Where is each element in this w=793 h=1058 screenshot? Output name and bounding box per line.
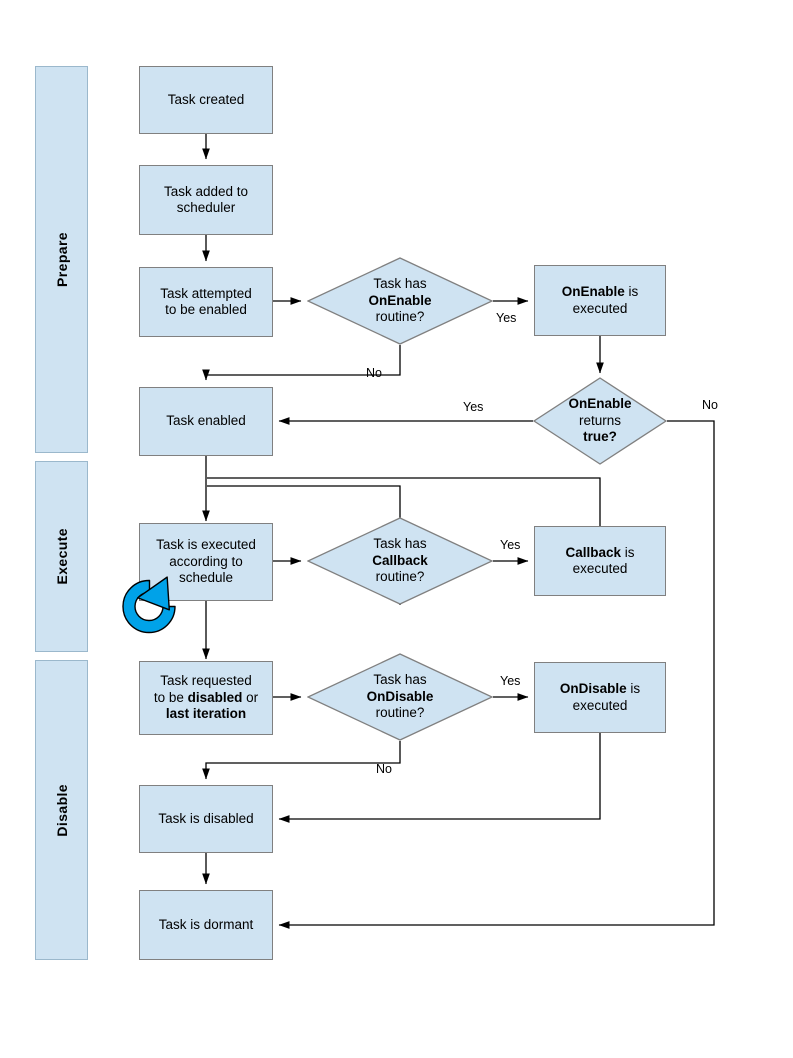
diamond-shape	[532, 377, 668, 465]
edge-label-returns-no: No	[702, 398, 718, 412]
node-task-is-disabled-label: Task is disabled	[158, 810, 254, 826]
node-task-is-disabled[interactable]: Task is disabled	[139, 785, 273, 853]
node-task-requested-disabled[interactable]: Task requested to be disabled or last it…	[139, 661, 273, 735]
node-task-enabled[interactable]: Task enabled	[139, 387, 273, 456]
node-callback-executed[interactable]: Callback is executed	[534, 526, 666, 596]
decision-ondisable-label: Task has OnDisable routine?	[366, 672, 434, 721]
phase-bar-disable: Disable	[35, 660, 88, 960]
node-ondisable-executed-label: OnDisable is executed	[559, 681, 641, 713]
edge-label-ondisable-no: No	[376, 762, 392, 776]
phase-bar-execute: Execute	[35, 461, 88, 652]
edge-label-ondisable-yes: Yes	[500, 674, 521, 688]
decision-task-has-ondisable[interactable]: Task has OnDisable routine?	[306, 653, 494, 741]
node-task-enabled-label: Task enabled	[166, 413, 246, 429]
decision-onenable-label: Task has OnEnable routine?	[368, 276, 432, 325]
node-onenable-executed[interactable]: OnEnable is executed	[534, 265, 666, 336]
decision-task-has-callback[interactable]: Task has Callback routine?	[306, 517, 494, 605]
node-callback-executed-label: Callback is executed	[565, 544, 635, 576]
phase-bar-prepare: Prepare	[35, 66, 88, 453]
decision-onenable-returns-true[interactable]: OnEnable returns true?	[532, 377, 668, 465]
node-task-is-executed-label: Task is executed according to schedule	[156, 537, 256, 586]
node-task-created[interactable]: Task created	[139, 66, 273, 134]
decision-task-has-onenable[interactable]: Task has OnEnable routine?	[306, 257, 494, 345]
refresh-loop-icon	[105, 566, 187, 646]
node-ondisable-executed[interactable]: OnDisable is executed	[534, 662, 666, 733]
edge-label-onenable-no: No	[366, 366, 382, 380]
edge-label-returns-yes: Yes	[463, 400, 484, 414]
diamond-shape	[306, 653, 494, 741]
edge-label-callback-yes: Yes	[500, 538, 521, 552]
edge-label-onenable-yes: Yes	[496, 311, 517, 325]
diamond-shape	[306, 517, 494, 605]
node-task-created-label: Task created	[167, 91, 245, 107]
decision-callback-label: Task has Callback routine?	[372, 536, 428, 585]
node-onenable-executed-label: OnEnable is executed	[561, 284, 639, 316]
node-task-is-dormant-label: Task is dormant	[158, 916, 254, 932]
decision-returns-label: OnEnable returns true?	[568, 396, 632, 445]
diamond-shape	[306, 257, 494, 345]
node-task-requested-label: Task requested to be disabled or last it…	[153, 673, 259, 722]
node-task-is-dormant[interactable]: Task is dormant	[139, 890, 273, 960]
